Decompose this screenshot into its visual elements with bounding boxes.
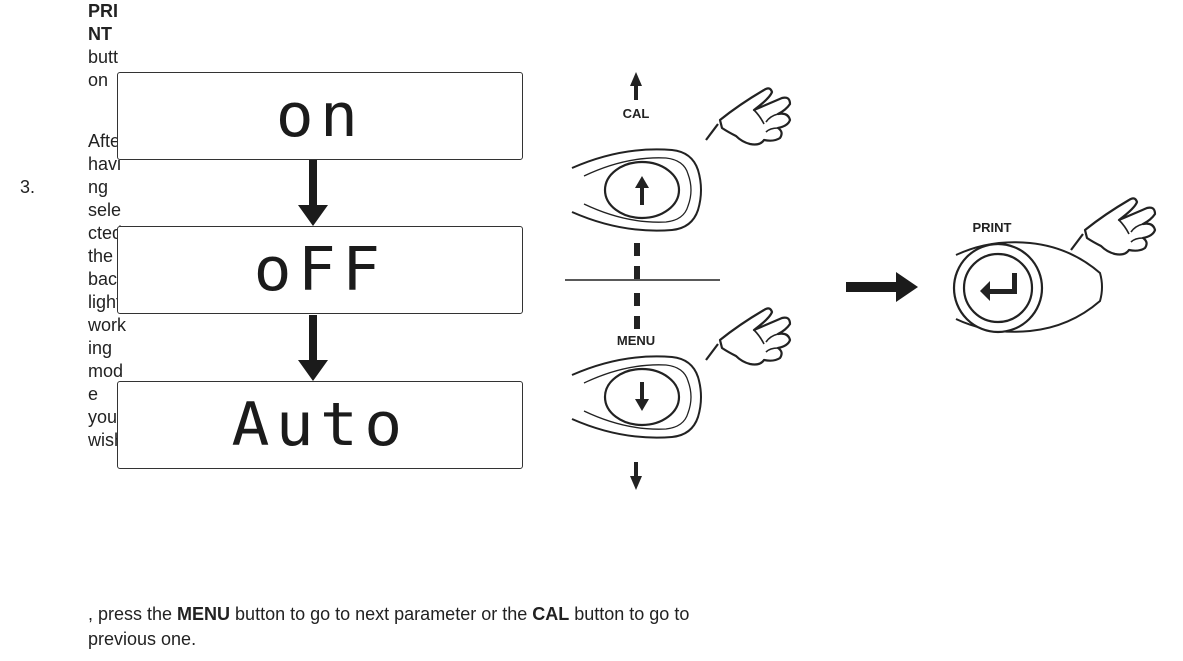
step-line: ng: [88, 177, 109, 197]
cal-up-arrow-icon: [630, 72, 642, 100]
step-line: work: [88, 315, 127, 335]
pointing-hand-icon: [704, 307, 792, 366]
cal-button[interactable]: [570, 148, 703, 232]
print-label: PRINT: [973, 220, 1012, 235]
lcd-value: on: [275, 81, 365, 151]
lcd-value: Auto: [231, 390, 409, 460]
step-line: light: [88, 292, 122, 312]
dashed-connector: [634, 243, 640, 329]
text-line: on: [88, 70, 109, 90]
text-line: PRI: [88, 1, 119, 21]
arrow-down-1: [298, 160, 328, 226]
step-line: wish: [88, 430, 125, 450]
lcd-display-on: on: [117, 72, 523, 160]
cal-word: CAL: [532, 604, 570, 624]
tail-text: button to go to: [569, 604, 690, 624]
menu-button[interactable]: [570, 355, 703, 439]
tail-text: button to go to next parameter or the: [230, 604, 533, 624]
lcd-display-auto: Auto: [117, 381, 523, 469]
pointing-hand-icon: [1069, 197, 1157, 256]
print-button[interactable]: [952, 241, 1103, 334]
step-line: havi: [88, 154, 122, 174]
step-line: e: [88, 384, 99, 404]
tail-text: previous one.: [88, 629, 197, 649]
menu-word: MENU: [177, 604, 231, 624]
arrow-down-2: [298, 315, 328, 381]
lcd-display-off: oFF: [117, 226, 523, 314]
enter-icon: [980, 273, 1017, 301]
right-arrow-icon: [846, 272, 918, 302]
text-column: PRI NT butt on After havi ng sele cted t…: [88, 0, 134, 452]
cal-label: CAL: [623, 106, 650, 121]
text-line: butt: [88, 47, 119, 67]
pointing-hand-icon: [704, 87, 792, 146]
down-arrow-icon: [635, 382, 649, 411]
step-line: After: [88, 131, 127, 151]
menu-label: MENU: [617, 333, 655, 348]
step-line: you: [88, 407, 118, 427]
tail-text: , press the: [88, 604, 178, 624]
up-arrow-icon: [635, 176, 649, 205]
step-line: back: [88, 269, 127, 289]
step-line: cted: [88, 223, 123, 243]
step-number: 3.: [20, 177, 36, 197]
step-line: mod: [88, 361, 124, 381]
step-line: sele: [88, 200, 122, 220]
lcd-value: oFF: [253, 235, 387, 305]
step-line: ing: [88, 338, 113, 358]
step-line: the: [88, 246, 114, 266]
instruction-paragraph: , press the MENU button to go to next pa…: [88, 602, 988, 652]
text-line: NT: [88, 24, 112, 44]
menu-down-arrow-icon: [630, 462, 642, 490]
